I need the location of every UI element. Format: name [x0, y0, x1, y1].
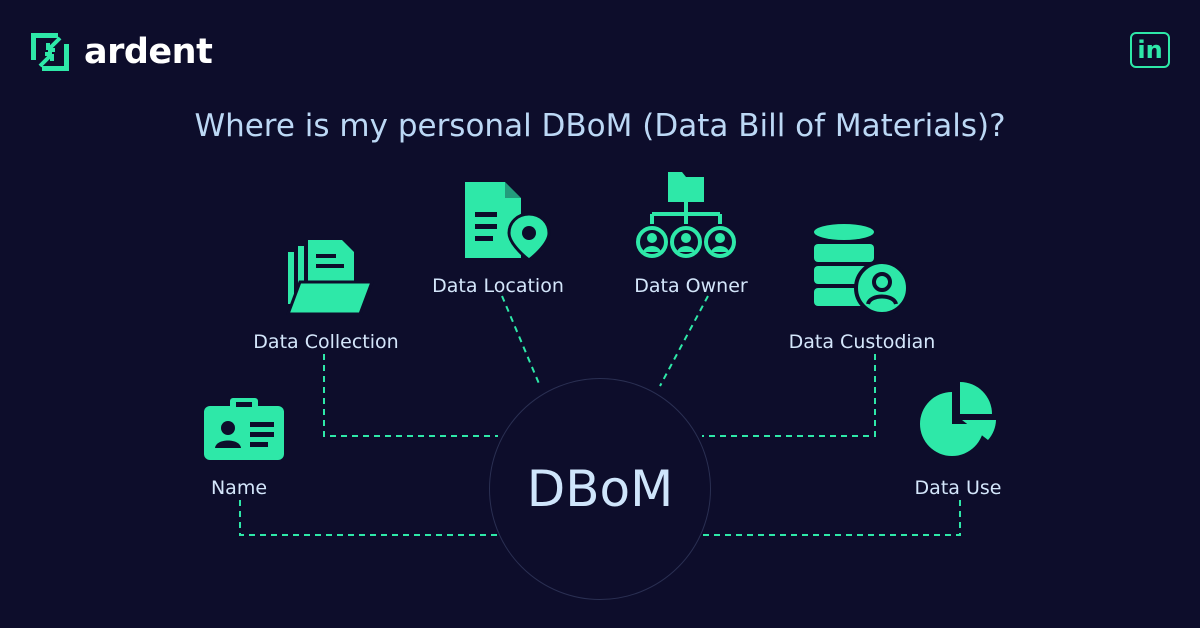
node-label-use: Data Use	[914, 477, 1002, 499]
hub-label: DBoM	[526, 460, 674, 518]
connector-name	[239, 500, 498, 536]
id-card-icon	[204, 398, 284, 460]
connector-owner	[659, 295, 709, 387]
brand-logo: ardent	[28, 28, 213, 76]
connector-collection	[323, 354, 498, 437]
node-label-owner: Data Owner	[634, 275, 748, 297]
document-location-icon	[465, 182, 551, 262]
connector-use	[702, 500, 961, 536]
dbom-hub: DBoM	[489, 378, 711, 600]
org-chart-icon	[636, 172, 736, 258]
database-user-icon	[814, 224, 910, 314]
node-label-custodian: Data Custodian	[788, 331, 936, 353]
brand-name: ardent	[84, 32, 213, 72]
linkedin-icon[interactable]: in	[1130, 32, 1170, 68]
linkedin-label: in	[1137, 36, 1163, 64]
connector-custodian	[702, 354, 876, 437]
compress-arrows-icon	[31, 33, 69, 71]
pie-chart-icon	[920, 382, 996, 456]
headline: Where is my personal DBoM (Data Bill of …	[194, 108, 1006, 144]
node-label-name: Name	[210, 477, 268, 499]
connector-location	[501, 295, 541, 387]
folder-documents-icon	[286, 240, 374, 316]
node-label-location: Data Location	[432, 275, 564, 297]
node-label-collection: Data Collection	[253, 331, 399, 353]
